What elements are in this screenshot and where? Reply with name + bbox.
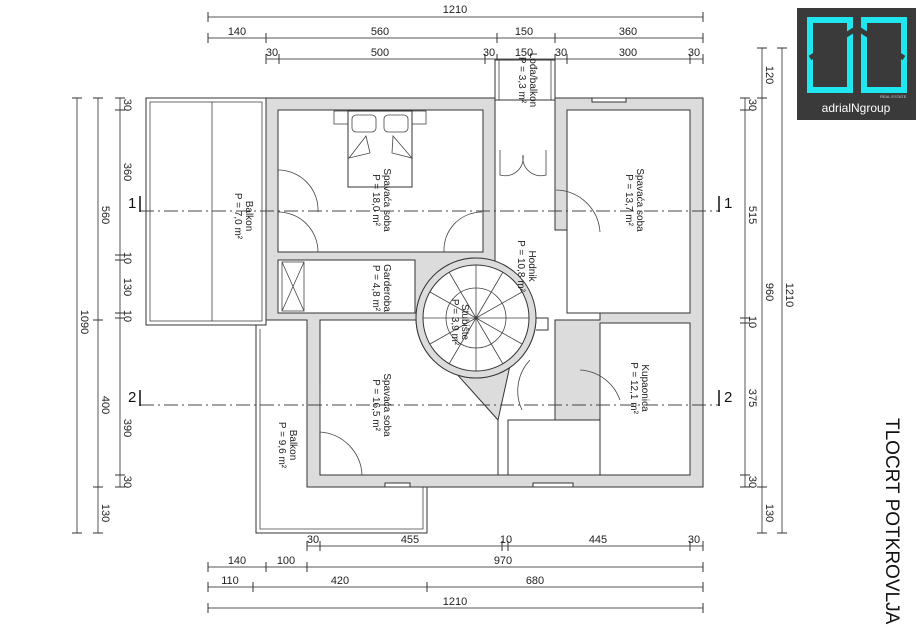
dim-label: 10 (121, 252, 133, 264)
dim-label: 140 (228, 555, 246, 567)
dim-label: 300 (619, 47, 637, 59)
room-area: P = 7,0 m² (232, 193, 243, 240)
wardrobe-closet (281, 261, 305, 312)
dim-label: 960 (763, 283, 775, 301)
dim-label: 30 (121, 476, 133, 488)
wardrobe (277, 259, 416, 314)
dim-label: 10 (500, 534, 512, 546)
room-area: P = 3,3 m² (516, 57, 527, 104)
room-area: P = 3,9 m² (449, 299, 460, 346)
dim-label: 30 (555, 47, 567, 59)
room-name: Stubište (459, 304, 470, 341)
room-name: Balkon (243, 201, 254, 232)
dim-label: 30 (266, 47, 278, 59)
section-marker-1: 1 (128, 195, 136, 212)
room-area: P = 9,6 m² (276, 422, 287, 469)
dim-label: 30 (746, 476, 758, 488)
room-labels: Balkon P = 7,0 m² Spavaća soba P = 18,0 … (232, 53, 650, 469)
dim-label: 150 (515, 47, 533, 59)
dim-label: 100 (277, 555, 295, 567)
section-lines: 1 1 2 2 (128, 195, 732, 406)
logo-brand: adrialNgroup (822, 101, 891, 115)
dim-top-total: 1210 (443, 4, 467, 16)
doors (277, 150, 621, 476)
dim-label: 560 (99, 206, 111, 224)
dim-label: 30 (746, 99, 758, 111)
room-area: P = 18,0 m² (370, 174, 381, 226)
dim-label: 130 (99, 504, 111, 522)
hallway-lower (507, 419, 601, 476)
dim-label: 110 (221, 575, 239, 587)
dim-label: 30 (688, 47, 700, 59)
dim-label: 360 (121, 163, 133, 181)
room-area: P = 16,5 m² (370, 379, 381, 431)
room-area: P = 13,7 m² (623, 174, 634, 226)
dim-label: 130 (763, 504, 775, 522)
room-name: Balkon (287, 430, 298, 461)
dim-label: 120 (763, 66, 775, 84)
bed-icon (333, 110, 427, 188)
dim-label: 30 (483, 47, 495, 59)
bottom-dimensions: 30 455 10 445 30 140 100 970 110 420 680… (207, 534, 704, 613)
room-name: Lođa/balkon (527, 53, 538, 108)
dim-label: 130 (121, 278, 133, 296)
room-name: Spavaća soba (634, 168, 645, 232)
plan-title: TLOCRT POTKROVLJA (881, 418, 902, 625)
bathroom (599, 322, 691, 476)
loggia (494, 59, 556, 101)
dim-label: 400 (99, 396, 111, 414)
dim-label: 10 (746, 316, 758, 328)
dim-label: 30 (121, 99, 133, 111)
dim-label: 375 (746, 389, 758, 407)
dim-label: 515 (746, 206, 758, 224)
dim-label: 455 (401, 534, 419, 546)
dim-label: 560 (371, 26, 389, 38)
dim-label: 445 (589, 534, 607, 546)
left-dimensions: 1090 560 400 130 30 360 10 130 10 390 30 (72, 97, 133, 534)
dim-label: 500 (371, 47, 389, 59)
room-name: Kupaonica (639, 364, 650, 412)
dim-bottom-total: 1210 (443, 596, 467, 608)
dim-label: 150 (515, 26, 533, 38)
logo-tagline: REAL ESTATE (880, 94, 907, 99)
right-dimensions: 30 515 10 375 30 120 960 130 1210 (740, 47, 795, 534)
spiral-stairs (415, 257, 549, 379)
windows (384, 97, 627, 488)
dim-label: 420 (331, 575, 349, 587)
room-name: Hodnik (526, 250, 537, 282)
section-marker-1: 1 (724, 195, 732, 212)
room-area: P = 4,8 m² (370, 265, 381, 312)
dim-right-total: 1210 (783, 283, 795, 307)
top-dimensions: 1210 140 560 150 360 30 500 30 150 30 30… (207, 4, 704, 64)
dim-label: 10 (121, 310, 133, 322)
section-marker-2: 2 (724, 389, 732, 406)
room-name: Spavaća soba (381, 168, 392, 232)
dim-left-total: 1090 (78, 310, 90, 334)
room-area: P = 12,1 m² (628, 362, 639, 414)
room-area: P = 10,8 m² (515, 240, 526, 292)
company-logo: adrialNgroup REAL ESTATE (797, 8, 916, 120)
section-marker-2: 2 (128, 389, 136, 406)
room-name: Garderoba (381, 264, 392, 312)
room-name: Spavaća soba (381, 373, 392, 437)
dim-label: 680 (526, 575, 544, 587)
dim-label: 140 (228, 26, 246, 38)
dim-label: 360 (619, 26, 637, 38)
dim-label: 30 (307, 534, 319, 546)
dim-label: 970 (494, 555, 512, 567)
dim-label: 30 (688, 534, 700, 546)
dim-label: 390 (121, 419, 133, 437)
